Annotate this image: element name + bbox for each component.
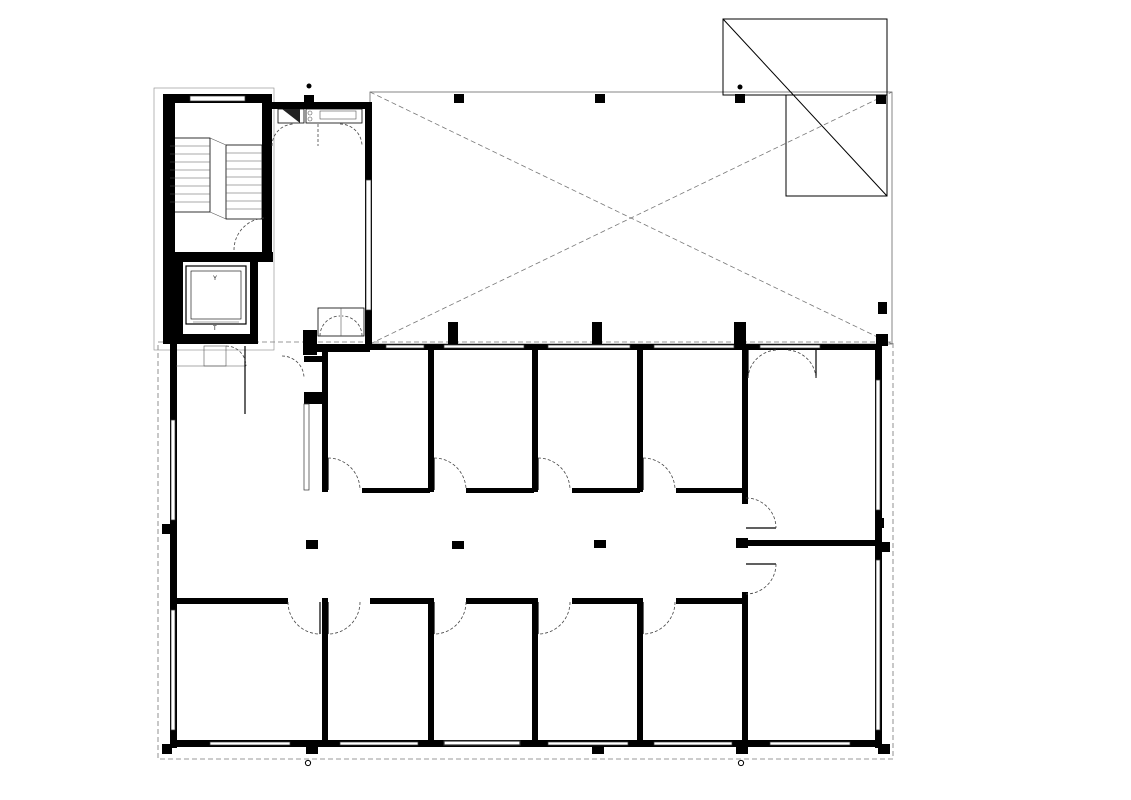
column bbox=[306, 540, 318, 549]
column bbox=[452, 541, 464, 549]
door-right-lower bbox=[745, 563, 777, 595]
column bbox=[876, 334, 888, 346]
door-bottom-room-5 bbox=[642, 601, 676, 635]
elevator-mark-top: Y bbox=[213, 276, 217, 282]
column bbox=[592, 744, 604, 754]
door-top-room-3 bbox=[537, 457, 571, 491]
open-void-area bbox=[369, 91, 893, 345]
door-bottom-room-1 bbox=[287, 601, 321, 635]
building-outline bbox=[153, 87, 894, 760]
elevator-mark-bottom: T bbox=[213, 326, 217, 332]
windows bbox=[170, 344, 881, 746]
door-top-room-1 bbox=[327, 457, 361, 491]
doors bbox=[287, 349, 817, 635]
vestibule bbox=[271, 102, 372, 344]
structural-columns bbox=[162, 94, 890, 754]
column bbox=[162, 524, 172, 534]
door-top-room-4 bbox=[642, 457, 676, 491]
stair-flight bbox=[169, 137, 263, 220]
stair-door-swing bbox=[233, 217, 267, 251]
door-top-right-double bbox=[747, 349, 817, 379]
door-right-upper bbox=[745, 497, 777, 529]
column bbox=[876, 518, 884, 528]
column bbox=[878, 542, 890, 552]
column bbox=[304, 95, 314, 104]
column bbox=[594, 540, 606, 548]
column bbox=[878, 302, 887, 314]
door-bottom-room-2 bbox=[327, 601, 361, 635]
column bbox=[448, 322, 458, 344]
roof-hatch bbox=[722, 18, 888, 197]
column bbox=[592, 322, 602, 344]
survey-point-bottom-right bbox=[737, 759, 745, 767]
column bbox=[595, 94, 605, 103]
survey-point-bottom-left bbox=[304, 759, 312, 767]
main-walls bbox=[170, 330, 882, 748]
column bbox=[454, 94, 464, 103]
stair-core bbox=[163, 94, 273, 344]
door-bottom-room-4 bbox=[537, 601, 571, 635]
column bbox=[734, 322, 746, 346]
column bbox=[735, 94, 745, 103]
entry-area bbox=[176, 345, 305, 414]
door-top-room-2 bbox=[433, 457, 467, 491]
elevator-shaft: Y T bbox=[185, 265, 247, 332]
column bbox=[876, 95, 886, 104]
door-bottom-room-3 bbox=[433, 601, 467, 635]
column bbox=[306, 744, 318, 754]
survey-point-top bbox=[306, 83, 312, 89]
column bbox=[162, 744, 172, 754]
column bbox=[736, 744, 748, 754]
column bbox=[878, 744, 890, 754]
